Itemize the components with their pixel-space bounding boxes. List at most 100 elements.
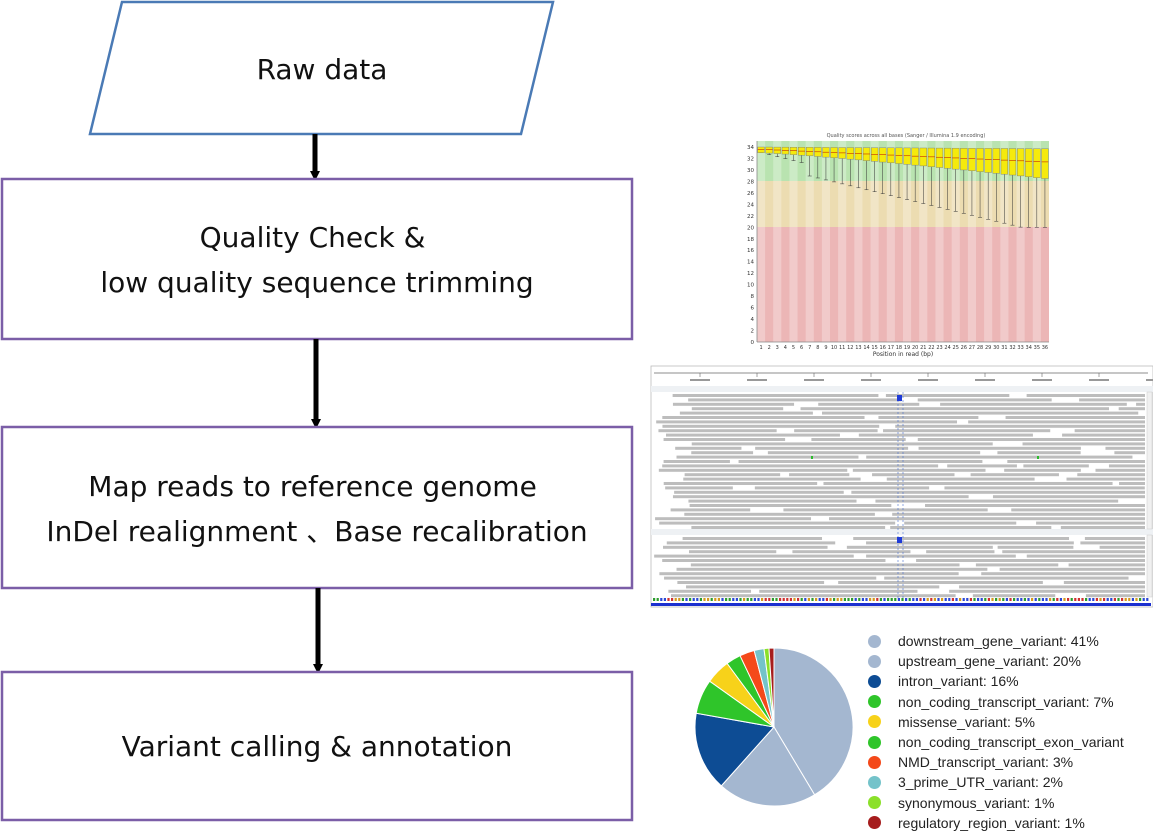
variant-marker-bottom [897,537,902,543]
quality-zone-ok [757,181,1049,227]
legend-item: synonymous_variant: 1% [868,793,1153,813]
quality-plot-xlabel: Position in read (bp) [873,351,933,358]
quality-y-tick: 2 [751,329,755,335]
quality-y-tick: 18 [747,237,754,243]
step-raw-data-shape [88,0,555,136]
step-quality-check-label: Quality Check & low quality sequence tri… [100,221,533,299]
quality-box [952,147,960,170]
quality-y-tick: 32 [747,156,754,162]
quality-x-tick: 4 [784,345,787,351]
quality-box [1000,148,1008,175]
quality-box [992,148,1000,174]
quality-zone-bad [757,227,1049,342]
quality-x-tick: 30 [993,345,999,351]
quality-y-tick: 22 [747,214,754,220]
legend-label: upstream_gene_variant: 20% [898,653,1081,670]
quality-x-tick: 16 [880,345,886,351]
pie-slice-1 [720,726,816,807]
variant-pie-chart [694,647,854,807]
legend-swatch [868,796,881,810]
legend-swatch [868,816,881,830]
legend-item: 3_prime_UTR_variant: 2% [868,772,1153,792]
quality-x-tick: 18 [896,345,902,351]
quality-box [960,148,968,171]
quality-y-tick: 14 [747,260,754,266]
legend-item: regulatory_region_variant: 1% [868,813,1153,833]
quality-x-tick: 14 [863,345,869,351]
quality-x-tick: 22 [928,345,934,351]
quality-x-tick: 7 [808,345,811,351]
quality-box [757,146,765,153]
quality-box [984,148,992,173]
quality-box [773,146,781,154]
step-variant-calling-box [0,670,634,822]
step-mapping-box [0,425,634,590]
quality-y-tick: 16 [747,248,754,254]
quality-x-tick: 3 [776,345,779,351]
legend-label: intron_variant: 16% [898,673,1019,690]
quality-x-tick: 33 [1017,345,1023,351]
quality-box [1033,148,1041,178]
quality-x-tick: 36 [1042,345,1048,351]
quality-box [911,147,919,166]
quality-x-tick: 11 [839,345,845,351]
pie-legend: downstream_gene_variant: 41% upstream_gen… [868,631,1153,833]
legend-item: intron_variant: 16% [868,671,1153,691]
legend-label: 3_prime_UTR_variant: 2% [898,774,1063,791]
step-raw-data-label: Raw data [257,53,388,86]
quality-x-tick: 26 [961,345,967,351]
quality-y-tick: 8 [751,294,755,300]
quality-x-tick: 13 [855,345,861,351]
legend-swatch [868,695,881,709]
quality-y-tick: 26 [747,191,754,197]
quality-y-tick: 24 [747,202,754,208]
quality-x-tick: 34 [1026,345,1032,351]
legend-item: NMD_transcript_variant: 3% [868,752,1153,772]
quality-y-tick: 30 [747,168,754,174]
legend-item: upstream_gene_variant: 20% [868,651,1153,671]
quality-box [968,148,976,172]
quality-x-tick: 9 [824,345,827,351]
quality-x-tick: 8 [816,345,819,351]
reference-sequence-bar [651,603,1151,606]
quality-box [765,146,773,154]
quality-y-tick: 6 [751,306,755,312]
legend-label: downstream_gene_variant: 41% [898,633,1099,650]
legend-swatch [868,775,881,789]
quality-x-tick: 10 [831,345,837,351]
legend-item: missense_variant: 5% [868,712,1153,732]
quality-y-tick: 4 [751,317,755,323]
quality-x-tick: 6 [800,345,803,351]
quality-x-tick: 1 [759,345,762,351]
pie-slice-9 [768,647,775,728]
step-quality-check-box [0,177,634,341]
quality-x-tick: 5 [792,345,795,351]
quality-box [1017,148,1025,177]
legend-label: missense_variant: 5% [898,713,1035,730]
quality-box [935,147,944,168]
legend-label: synonymous_variant: 1% [898,794,1055,811]
quality-x-tick: 28 [977,345,983,351]
quality-box [919,147,927,167]
quality-y-tick: 12 [747,271,754,277]
variant-marker-top [897,395,902,401]
quality-x-tick: 15 [871,345,877,351]
legend-label: non_coding_transcript_exon_variant [898,734,1124,751]
quality-x-tick: 25 [953,345,959,351]
quality-box [1025,148,1033,177]
quality-x-tick: 29 [985,345,991,351]
quality-x-tick: 20 [912,345,918,351]
legend-swatch [868,634,881,648]
quality-box [895,147,903,164]
quality-x-tick: 23 [936,345,942,351]
quality-y-tick: 20 [747,225,754,231]
genome-browser-screenshot [650,365,1153,608]
quality-x-tick: 32 [1009,345,1015,351]
quality-box [927,147,935,167]
quality-y-tick: 10 [747,283,754,289]
quality-x-tick: 35 [1034,345,1040,351]
quality-plot: Quality scores across all bases (Sanger … [734,128,1054,358]
quality-y-tick: 28 [747,179,754,185]
quality-x-tick: 17 [888,345,894,351]
